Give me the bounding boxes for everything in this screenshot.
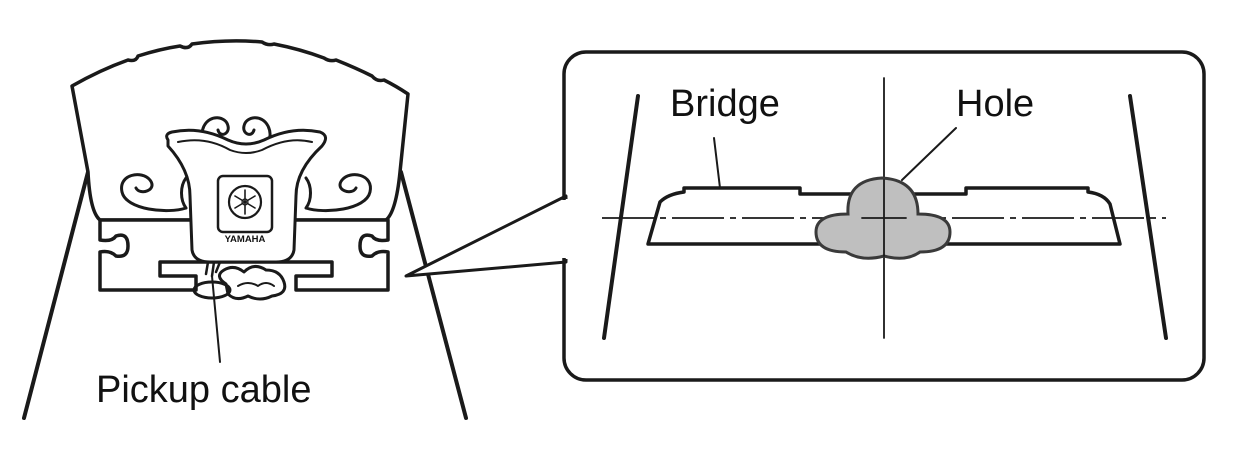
hole-leader [901,127,957,181]
bridge-hole-inner [237,282,275,287]
bridge-top-plate [70,39,410,222]
bridge-left-foot-cutout [120,173,188,213]
body-left-edge [22,170,90,420]
zoom-detail-view: Bridge Hole [561,50,1206,382]
body-right-edge [399,170,468,420]
zoom-body-right-edge [1128,94,1168,340]
bridge-right-foot-cutout [304,173,372,213]
hole-label: Hole [956,83,1034,125]
bridge-label: Bridge [670,83,780,125]
pickup-cable-leader [211,275,221,363]
brand-text: YAMAHA [225,234,266,245]
pickup-body-inner-edge [177,139,313,154]
pickup-cable-label: Pickup cable [96,369,311,411]
zoom-body-left-edge [602,94,640,340]
pickup-cable-exit [204,260,222,278]
yamaha-logo-icon [227,184,263,220]
bridge-front-view: YAMAHA Pickup cable [22,39,468,420]
callout-connector [404,194,568,278]
bridge-leader [713,137,721,189]
